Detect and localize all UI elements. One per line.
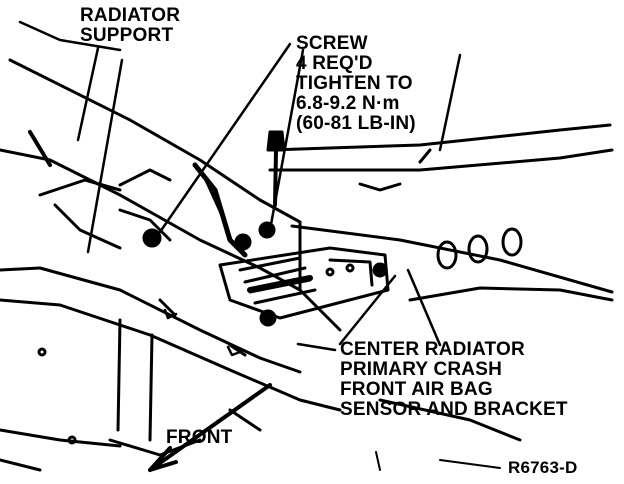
front-label: FRONT <box>166 427 233 448</box>
sensor-bracket <box>192 162 390 320</box>
figure-code: R6763-D <box>508 458 578 477</box>
sensor-label: CENTER RADIATOR PRIMARY CRASH FRONT AIR … <box>340 339 568 420</box>
lower-body <box>0 347 522 472</box>
figure-code-line <box>375 451 501 471</box>
screw-label: SCREW 4 REQ'D TIGHTEN TO 6.8-9.2 N·m (60… <box>296 33 416 134</box>
radiator-support-label: RADIATOR SUPPORT <box>80 5 181 46</box>
slot-marks <box>163 308 242 357</box>
leader-lines <box>76 42 462 352</box>
screws <box>142 130 388 327</box>
panel-holes <box>436 227 523 270</box>
fender-panel <box>268 123 614 302</box>
front-arrow <box>148 383 272 472</box>
radiator-support <box>0 20 342 412</box>
